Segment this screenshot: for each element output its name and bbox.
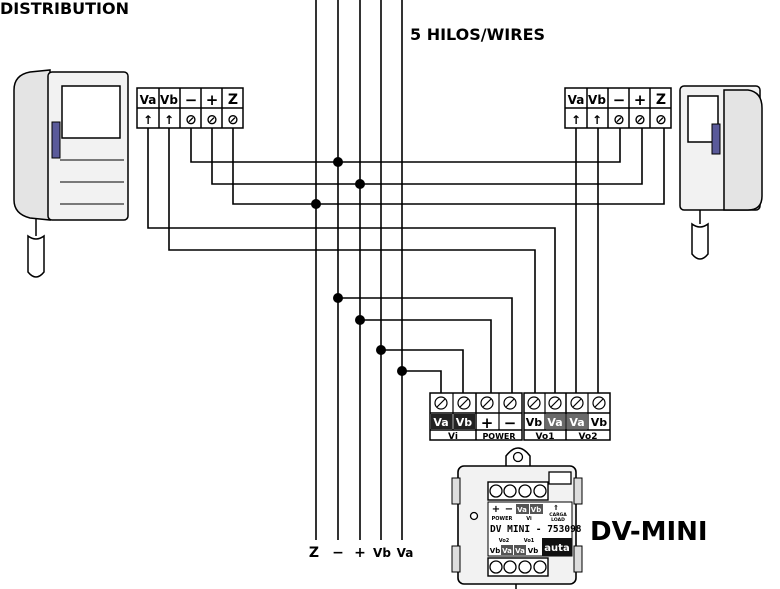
dv-top-vb: Vb: [531, 506, 541, 514]
group-label-power: POWER: [482, 432, 515, 441]
arrow-icon: ↑: [592, 113, 602, 127]
dv-load: LOAD: [551, 517, 565, 523]
dist-label-va-out2: Va: [569, 416, 584, 429]
tap-vb: [381, 349, 464, 393]
bus-wires: [315, 0, 403, 540]
dv-model-text: DV MINI - 753098: [490, 524, 582, 535]
terminal-minus-left: −: [185, 91, 198, 109]
tap-plus: [360, 319, 492, 393]
dv-bot-va: Va: [502, 547, 512, 555]
dv-bot-vb2: Vb: [528, 547, 538, 555]
bus-label-va: Va: [397, 546, 414, 560]
tap-va: [402, 370, 442, 393]
button-icon: [711, 123, 721, 155]
screw-icon: ⊘: [655, 112, 667, 128]
arrow-icon: ↑: [571, 113, 581, 127]
terminal-z-left: Z: [228, 92, 238, 108]
wire-minus: [190, 128, 621, 163]
load-arrow-icon: ⇑: [553, 504, 559, 512]
group-label-vo1: Vo1: [536, 432, 555, 442]
dv-mini-device: + − Va Vb ⇑ POWER Vi CARGA LOAD DV MINI …: [451, 447, 583, 589]
dv-power-small: POWER: [492, 516, 513, 522]
terminal-z-right: Z: [656, 92, 666, 108]
dv-top-minus: −: [505, 504, 513, 515]
dv-vi-small: Vi: [526, 516, 532, 522]
wire-z: [232, 128, 665, 205]
terminal-va-left: Va: [140, 93, 157, 107]
monitor-right-terminals: Va Vb − + Z ↑ ↑ ⊘ ⊘ ⊘: [564, 87, 672, 129]
dist-label-vb-out: Vb: [526, 416, 543, 429]
monitor-right-device: [679, 85, 763, 260]
junction-dots: [311, 157, 407, 376]
terminal-plus-left: +: [206, 91, 219, 109]
monitor-left-terminals: Va Vb − + Z ↑ ↑ ⊘ ⊘ ⊘: [136, 87, 244, 129]
bus-label-z: Z: [309, 545, 319, 561]
terminal-vb-right: Vb: [588, 93, 606, 107]
wire-left-vb: [168, 128, 536, 393]
wire-left-va: [147, 128, 556, 393]
dist-label-minus: −: [504, 414, 517, 432]
bus-label-plus: +: [354, 545, 366, 561]
monitor-left-device: [13, 69, 129, 278]
distribution-title: DISTRIBUTION: [0, 0, 129, 18]
cord-icon: [27, 234, 45, 278]
dv-bot-va2: Va: [515, 547, 525, 555]
bus-label-minus: −: [332, 545, 344, 561]
group-label-vo2: Vo2: [579, 432, 598, 442]
dv-vo1-small: Vo1: [524, 538, 535, 544]
arrow-icon: ↑: [143, 113, 153, 127]
terminal-vb-left: Vb: [160, 93, 178, 107]
dist-label-vb: Vb: [456, 416, 473, 429]
wires-label: 5 HILOS/WIRES: [410, 25, 545, 44]
dv-mini-title: DV-MINI: [590, 517, 708, 547]
arrow-icon: ↑: [164, 113, 174, 127]
dist-label-plus: +: [481, 414, 494, 432]
handset: [723, 89, 763, 211]
distributor-terminals: Va Vb + − Vb Va Va Vb Vi POWER Vo1 Vo2: [429, 392, 611, 442]
dv-carga: CARGA: [549, 512, 567, 518]
terminal-minus-right: −: [613, 91, 626, 109]
cord-icon: [691, 222, 709, 260]
screw-icon: ⊘: [613, 112, 625, 128]
screw-icon: ⊘: [206, 112, 218, 128]
connection-wires: [147, 128, 665, 393]
screw-icon: ⊘: [634, 112, 646, 128]
dv-bot-vb: Vb: [490, 547, 500, 555]
monitor-screen: [61, 85, 121, 139]
screw-icon: ⊘: [227, 112, 239, 128]
dv-vo2-small: Vo2: [499, 538, 510, 544]
terminal-va-right: Va: [568, 93, 585, 107]
brand-logo: auta: [544, 543, 569, 554]
dist-label-va: Va: [433, 416, 448, 429]
button-icon: [51, 121, 61, 159]
bus-label-vb: Vb: [373, 546, 391, 560]
handset: [13, 69, 51, 221]
wire-plus: [211, 128, 643, 185]
screw-icon: ⊘: [185, 112, 197, 128]
terminal-plus-right: +: [634, 91, 647, 109]
dv-top-va: Va: [517, 506, 527, 514]
group-label-vi: Vi: [448, 432, 458, 442]
tap-minus: [338, 297, 513, 393]
dist-label-vb-out2: Vb: [591, 416, 608, 429]
dv-top-plus: +: [492, 504, 500, 515]
dist-label-va-out: Va: [547, 416, 562, 429]
